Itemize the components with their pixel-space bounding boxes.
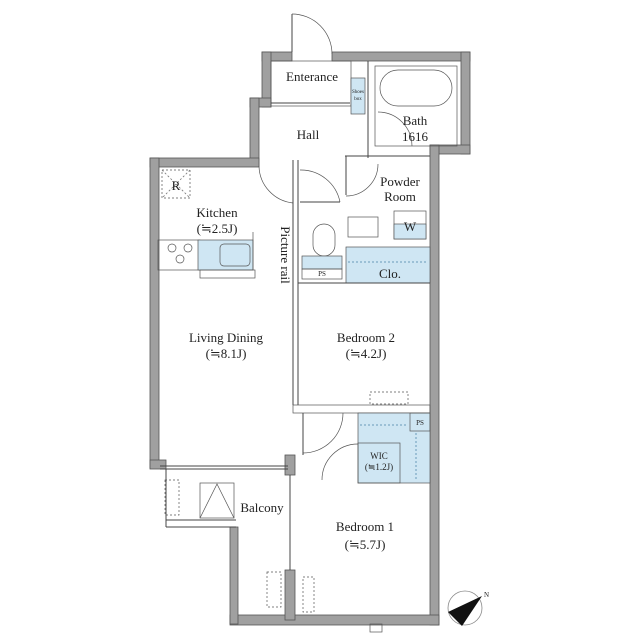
label-picture-rail: Picture rail (278, 226, 293, 284)
label-balcony: Balcony (240, 500, 284, 515)
compass-icon: N (447, 590, 489, 626)
label-wic-size: (≒1.2J) (365, 462, 393, 472)
label-kitchen: Kitchen (196, 205, 238, 220)
label-bedroom1: Bedroom 1 (336, 519, 394, 534)
label-living-dining-size: (≒8.1J) (206, 346, 247, 361)
interior-walls (157, 60, 458, 633)
label-hall: Hall (297, 127, 320, 142)
outer-walls (149, 51, 471, 626)
label-bath: Bath (403, 113, 428, 128)
label-bedroom2: Bedroom 2 (337, 330, 395, 345)
label-washer: W (404, 219, 417, 234)
label-wic: WIC (370, 451, 388, 461)
label-shoes-box: Shoes (352, 90, 364, 95)
label-refrigerator: R (172, 178, 181, 193)
label-powder-room-2: Room (384, 189, 416, 204)
label-entrance: Enterance (286, 69, 338, 84)
label-ps-lower: PS (416, 419, 424, 427)
label-ps-upper: PS (318, 270, 326, 278)
label-living-dining: Living Dining (189, 330, 264, 345)
label-powder-room: Powder (380, 174, 420, 189)
label-bath-size: 1616 (402, 129, 429, 144)
label-bedroom1-size: (≒5.7J) (345, 537, 386, 552)
label-shoes-box-2: box (354, 97, 362, 102)
compass-label: N (484, 591, 489, 599)
label-kitchen-size: (≒2.5J) (197, 221, 238, 236)
entrance-door (291, 13, 333, 55)
label-closet: Clo. (379, 266, 401, 281)
label-bedroom2-size: (≒4.2J) (346, 346, 387, 361)
